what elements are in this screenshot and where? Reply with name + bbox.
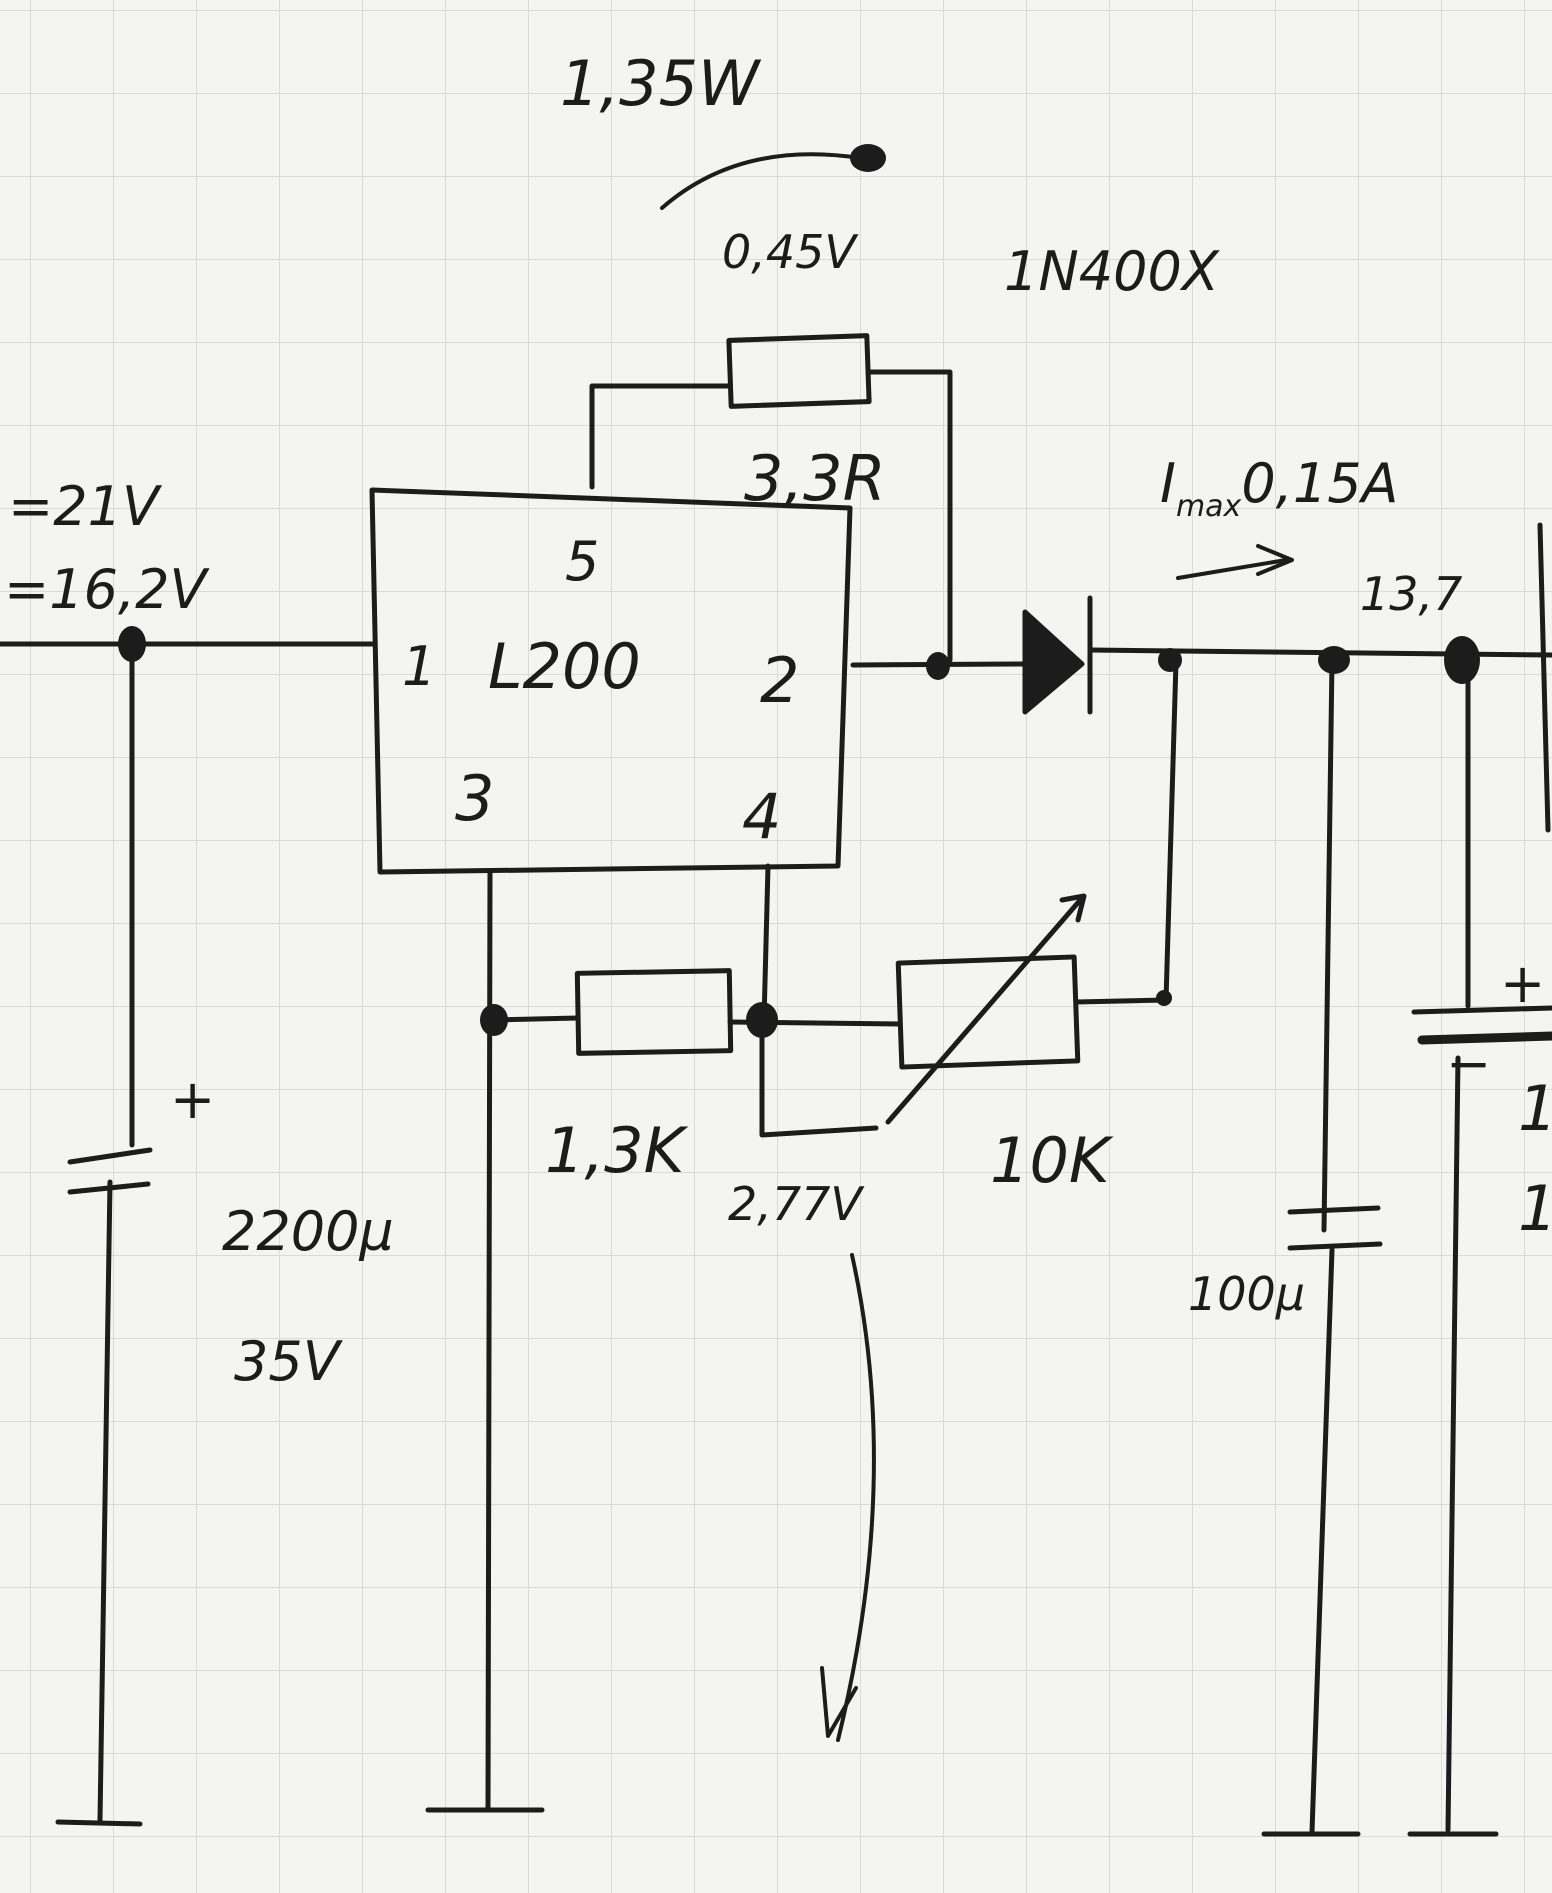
wire-input-cap-ground (97, 1179, 113, 1823)
label-plus-output: + (1500, 952, 1545, 1015)
shunt-resistor (726, 333, 872, 409)
label-pot: 10K (990, 1124, 1114, 1197)
ic-pin5-label: 5 (565, 530, 599, 593)
label-cap-in-value: 2200µ (222, 1200, 394, 1263)
label-shunt: 3,3R (744, 442, 886, 515)
label-diode: 1N400X (1004, 240, 1220, 303)
label-current: Imax0,15A (1160, 452, 1399, 524)
ic-pin4-label: 4 (742, 780, 781, 853)
labels: 1,35W 0,45V 1N400X 3,3R =21V =16,2V 5 1 … (4, 47, 1552, 1393)
junction-dot (1158, 648, 1182, 672)
wire-cap-big-ground (1445, 1055, 1461, 1833)
wire-pin4-node (761, 863, 771, 1024)
grounds (55, 1807, 1499, 1837)
annotation-arrows (660, 144, 1294, 1742)
wire-pin5-loop (589, 383, 733, 490)
label-ref-voltage: 2,77V (728, 1177, 865, 1231)
wires (0, 369, 1552, 1835)
label-power: 1,35W (560, 47, 762, 120)
junction-dot (1318, 646, 1350, 674)
wire-ref-tap (759, 1019, 879, 1138)
power-arrow-head (850, 144, 886, 172)
wire-shunt-right (865, 369, 953, 663)
label-resistor-1k3: 1,3K (545, 1114, 689, 1187)
ic-pin1-label: 1 (402, 635, 436, 698)
junction-dot (1156, 990, 1172, 1006)
junction-dot (926, 652, 950, 680)
junction-dot (746, 1002, 778, 1038)
ic-pin3-label: 3 (455, 762, 494, 835)
potentiometer-10k (885, 893, 1087, 1125)
junctions (118, 626, 1480, 1038)
label-cap-out: 100µ (1188, 1267, 1305, 1321)
junction-dot (480, 1004, 508, 1036)
label-edge-1: 1 (1518, 1072, 1552, 1145)
wire-cap-out-ground (1309, 1247, 1335, 1835)
output-electrolytic (1411, 522, 1552, 1045)
label-v-in-1: =21V (8, 475, 163, 538)
power-arrow (660, 152, 862, 210)
junction-dot (118, 626, 146, 662)
wire-cap-out (1321, 657, 1335, 1233)
ic-name: L200 (488, 630, 641, 703)
ref-arrow (836, 1253, 876, 1742)
label-plus-input: + (170, 1068, 215, 1131)
diode-1n400x (1022, 595, 1093, 715)
ic-pin2-label: 2 (760, 644, 799, 717)
label-edge-2: 1 (1518, 1172, 1552, 1245)
label-output-voltage: 13,7 (1360, 567, 1462, 621)
junction-dot (1444, 636, 1480, 684)
resistor-1k3 (574, 968, 734, 1056)
ic-l200 (369, 487, 853, 875)
current-arrow (1176, 558, 1288, 580)
label-cap-in-voltage: 35V (234, 1330, 344, 1393)
ground-symbol (55, 1819, 143, 1827)
input-capacitor (67, 1147, 153, 1195)
label-resistor-voltage: 0,45V (722, 225, 859, 279)
label-v-in-2: =16,2V (4, 558, 210, 621)
label-minus-output: − (1446, 1032, 1491, 1095)
output-capacitor (1287, 1205, 1383, 1251)
